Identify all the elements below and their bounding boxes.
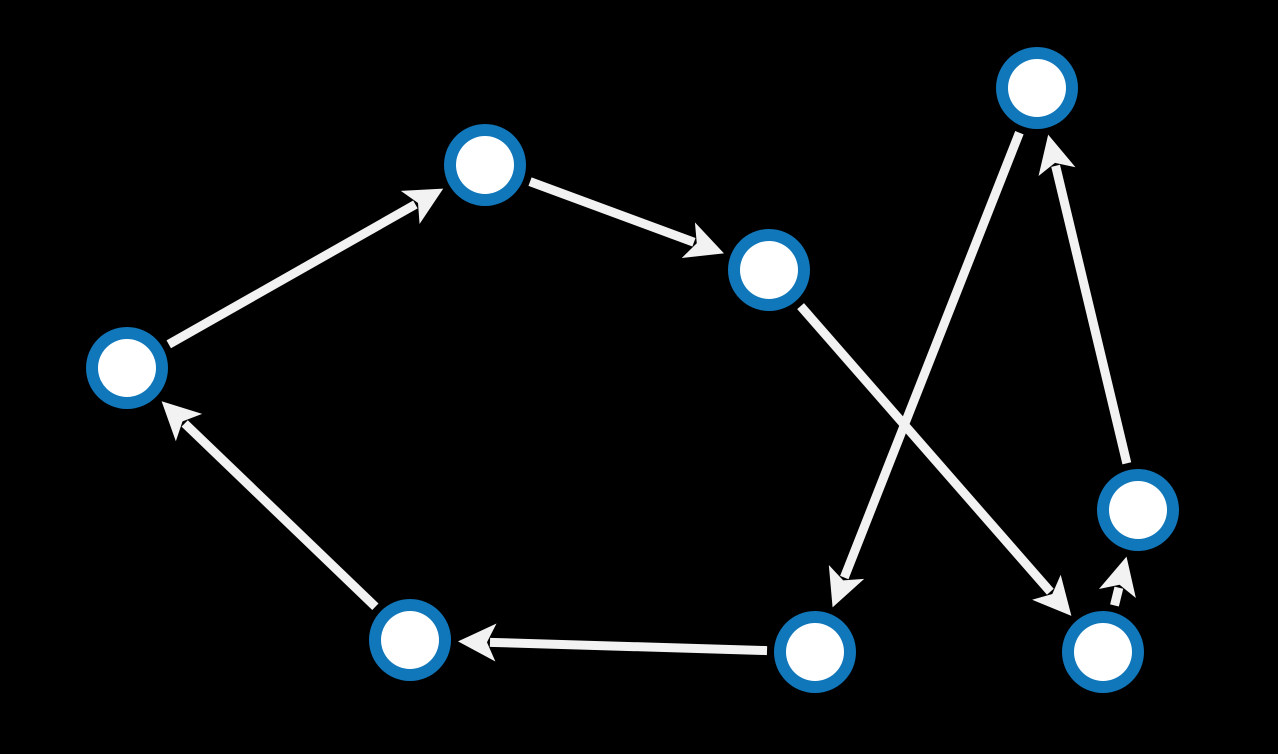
node-a-left[interactable] [86,327,168,409]
edges-layer [161,131,1136,662]
node-b-upper-left-core [456,136,514,194]
edge-a-to-b [166,188,444,349]
edge-b-to-c-arrowhead [681,222,724,258]
nodes-layer [86,47,1179,693]
node-b-upper-left[interactable] [444,124,526,206]
edge-d-to-g-arrowhead [828,565,865,608]
edge-e-to-d [1038,134,1132,465]
edge-h-to-e [1098,556,1136,607]
edge-c-to-h-arrowhead [1032,574,1072,616]
edge-h-to-e-arrowhead [1098,556,1136,599]
edge-e-to-d-arrowhead [1038,134,1076,177]
node-g-bottom-middle[interactable] [774,611,856,693]
edge-d-to-g [828,131,1024,608]
edge-d-to-g-line [840,131,1024,580]
edge-g-to-f [457,623,768,662]
node-h-bottom-right-core [1074,623,1132,681]
node-h-bottom-right[interactable] [1062,611,1144,693]
edge-a-to-b-line [166,200,418,349]
edge-g-to-f-line [489,637,768,656]
node-e-right[interactable] [1097,469,1179,551]
node-a-left-core [98,339,156,397]
node-f-bottom-left-core [381,611,439,669]
edge-f-to-a [161,401,379,610]
node-f-bottom-left[interactable] [369,599,451,681]
node-c-upper-middle-core [740,241,798,299]
node-e-right-core [1109,481,1167,539]
edge-g-to-f-arrowhead [457,623,497,662]
edge-a-to-b-arrowhead [400,188,444,224]
edge-b-to-c-line [528,177,696,247]
node-d-top-right[interactable] [996,47,1078,129]
edge-f-to-a-line [181,420,379,610]
edge-h-to-e-line [1110,586,1124,607]
node-c-upper-middle[interactable] [728,229,810,311]
edge-f-to-a-arrowhead [161,401,203,442]
edge-c-to-h-line [797,303,1054,595]
edge-c-to-h [797,303,1072,616]
edge-b-to-c [528,177,724,258]
edge-e-to-d-line [1051,164,1132,465]
node-d-top-right-core [1008,59,1066,117]
node-g-bottom-middle-core [786,623,844,681]
